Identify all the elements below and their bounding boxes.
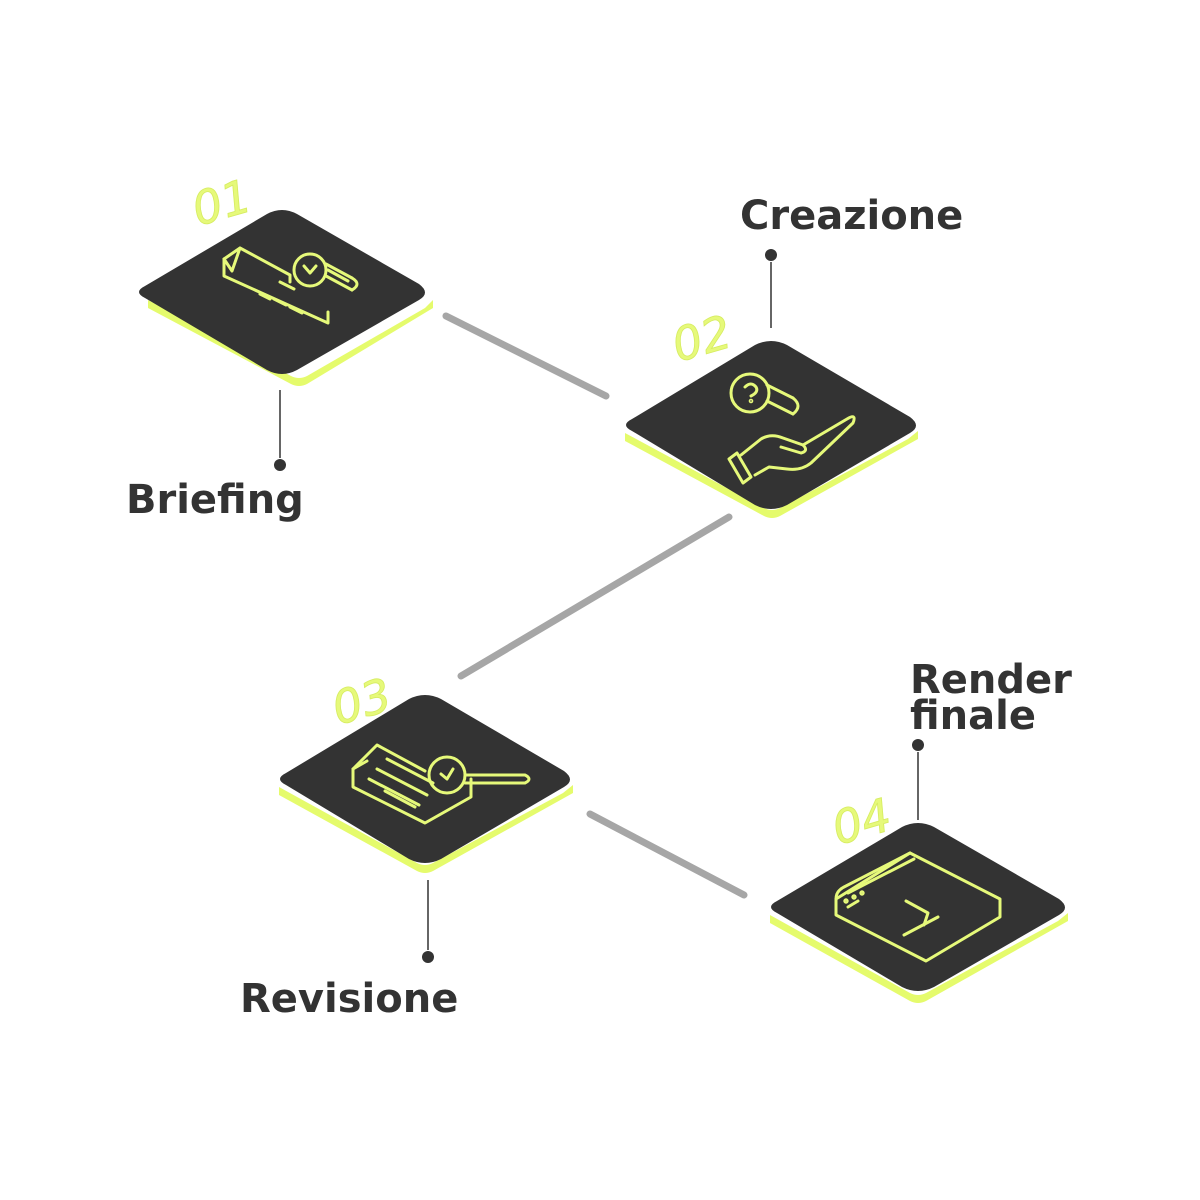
hand-lightbulb-icon [727,372,856,485]
connector-03-04 [586,810,748,899]
connector-02-03 [457,513,733,680]
step-01: 01 Briefing [126,168,433,523]
leader-dot [422,951,434,963]
step-03: 03 Revisione [240,667,573,1022]
step-04: Render finale 04 [770,657,1086,1003]
step-02: Creazione 02 [625,193,963,518]
tile-03 [279,695,573,873]
step-label: Revisione [240,976,458,1022]
connectors [442,312,748,899]
step-label: Briefing [126,477,304,523]
leader-dot [765,249,777,261]
leader-dot [274,459,286,471]
document-lightbulb-icon [222,246,359,325]
browser-window-check-icon [834,851,1002,963]
tile-04 [770,823,1068,1003]
step-label: Render finale [910,657,1086,739]
connector-01-02 [442,312,610,400]
leader-dot [912,739,924,751]
step-label: Creazione [740,193,963,239]
document-magnifier-icon [351,743,531,825]
tile-01 [139,210,433,386]
tile-02 [625,341,918,518]
